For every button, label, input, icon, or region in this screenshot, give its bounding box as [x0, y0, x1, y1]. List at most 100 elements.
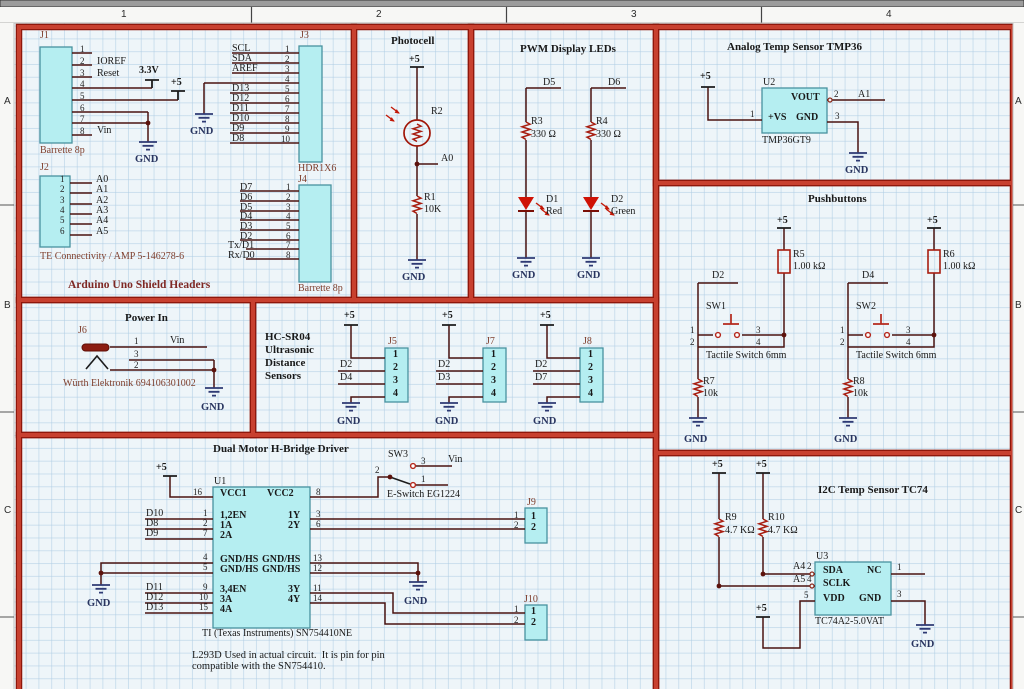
u1-pin-7: 7: [203, 528, 208, 538]
j1-pin-7: 7: [80, 114, 85, 124]
j2-pin-2: 2: [60, 184, 65, 194]
j7-n3: 3: [491, 375, 496, 386]
hcsr04-title-3: Distance: [265, 357, 306, 369]
net-a1-tmp: A1: [858, 89, 871, 100]
r3-value: 330 Ω: [531, 129, 556, 140]
hbridge-note-2: compatible with the SN754410.: [192, 661, 326, 672]
ruler-row-dividers: [0, 204, 1024, 618]
connector-boxes: [39, 45, 892, 641]
photocell-title: Photocell: [391, 35, 435, 47]
power-jack-icon: [81, 343, 110, 370]
sw-actuator-icon: [723, 314, 889, 325]
u2-gnd: GND: [796, 112, 819, 123]
j7-n1: 1: [491, 349, 496, 360]
j1-pin-8: 8: [80, 126, 85, 136]
net-txd1: Tx/D1: [228, 240, 255, 251]
u3-gnd: GND: [859, 593, 882, 604]
j7-d2: D2: [438, 359, 451, 370]
j5-n3: 3: [393, 375, 398, 386]
u1-pin-8: 8: [316, 487, 321, 497]
ruler-col-3: 3: [631, 9, 637, 20]
net-d2: D2: [240, 231, 253, 242]
gnd-label-hb2: GND: [404, 596, 428, 607]
j7-n4: 4: [491, 388, 496, 399]
j2-ref: J2: [40, 162, 49, 173]
net-a2: A2: [96, 195, 109, 206]
r7-value: 10k: [703, 388, 718, 399]
net-scl: SCL: [232, 43, 251, 54]
net-vin-pwr: Vin: [170, 335, 185, 346]
j4-pin-8: 8: [286, 250, 291, 260]
net-d12: D12: [232, 93, 250, 104]
j4-pin-3: 3: [286, 202, 291, 212]
j3-pin-10: 10: [281, 134, 290, 144]
j1-pin-6: 6: [80, 103, 85, 113]
j4-pin-1: 1: [286, 182, 291, 192]
net-d13-hb: D13: [146, 602, 164, 613]
net-aref: AREF: [232, 63, 258, 74]
net-plus5-j1: +5: [171, 77, 182, 88]
j1-pin-5: 5: [80, 91, 85, 101]
u2-pin-1: 1: [750, 109, 755, 119]
net-a3: A3: [96, 205, 109, 216]
u2-vout: VOUT: [791, 92, 820, 103]
net-d11: D11: [232, 103, 249, 114]
d2-color: Green: [611, 206, 636, 217]
j10-n2: 2: [531, 617, 536, 628]
r1-ref: R1: [424, 192, 436, 203]
supply-bars: [145, 66, 941, 618]
sw2-ref: SW2: [856, 301, 876, 312]
j3-pin-3: 3: [285, 64, 290, 74]
u1-pin-9: 9: [203, 582, 208, 592]
j2-part: TE Connectivity / AMP 5-146278-6: [40, 251, 185, 262]
j4-pin-7: 7: [286, 240, 291, 250]
resistor-symbols: [403, 119, 941, 538]
sw3-part: E-Switch EG1224: [387, 489, 461, 500]
net-a1: A1: [96, 184, 109, 195]
tc-plus5-c: +5: [756, 603, 767, 614]
u1-part: TI (Texas Instruments) SN754410NE: [202, 628, 353, 639]
net-d9-hb: D9: [146, 528, 159, 539]
gnd-label-hc1: GND: [337, 416, 361, 427]
led-d1-icon: [518, 197, 534, 210]
net-vin-sw3: Vin: [448, 454, 463, 465]
ruler-row-c-left: C: [4, 505, 12, 516]
j4-pin-2: 2: [286, 192, 291, 202]
net-reset: Reset: [97, 68, 120, 79]
r10-ref: R10: [768, 512, 785, 523]
r4-value: 330 Ω: [596, 129, 621, 140]
u1-pin-4: 4: [203, 552, 208, 562]
j5-d2: D2: [340, 359, 353, 370]
net-d10: D10: [232, 113, 250, 124]
sw3-pin-3: 3: [421, 456, 426, 466]
sw1-pin-3: 3: [756, 325, 761, 335]
u3-ref: U3: [816, 551, 829, 562]
u1-1a: 1A: [220, 520, 233, 531]
hcsr04-title-1: HC-SR04: [265, 331, 311, 343]
sw2-pin-3: 3: [906, 325, 911, 335]
net-d12-hb: D12: [146, 592, 164, 603]
u1-gndhs-l2: GND/HS: [220, 564, 259, 575]
net-vin-j1: Vin: [97, 125, 112, 136]
hc-plus5-b: +5: [442, 310, 453, 321]
net-rxd0: Rx/D0: [228, 250, 255, 261]
u3-pin-5: 5: [804, 590, 809, 600]
tmp36-plus5: +5: [700, 71, 711, 82]
u1-34en: 3,4EN: [220, 584, 247, 595]
j4-part: Barrette 8p: [298, 283, 343, 294]
sw1-part: Tactile Switch 6mm: [706, 350, 787, 361]
gnd-label-pb1: GND: [684, 434, 708, 445]
ruler-row-c-right: C: [1015, 505, 1023, 516]
u2-vs: +VS: [768, 112, 787, 123]
tc-plus5-a: +5: [712, 459, 723, 470]
j1-pin-1: 1: [80, 44, 85, 54]
u1-gndhs-l1: GND/HS: [220, 554, 259, 565]
sw2-pin-1: 1: [840, 325, 845, 335]
hcsr04-title-2: Ultrasonic: [265, 344, 314, 356]
switch-symbols: [389, 314, 891, 489]
j3-pin-2: 2: [285, 54, 290, 64]
sw2-part: Tactile Switch 6mm: [856, 350, 937, 361]
gnd-label-j1: GND: [135, 154, 159, 165]
ruler-row-b-left: B: [4, 300, 11, 311]
